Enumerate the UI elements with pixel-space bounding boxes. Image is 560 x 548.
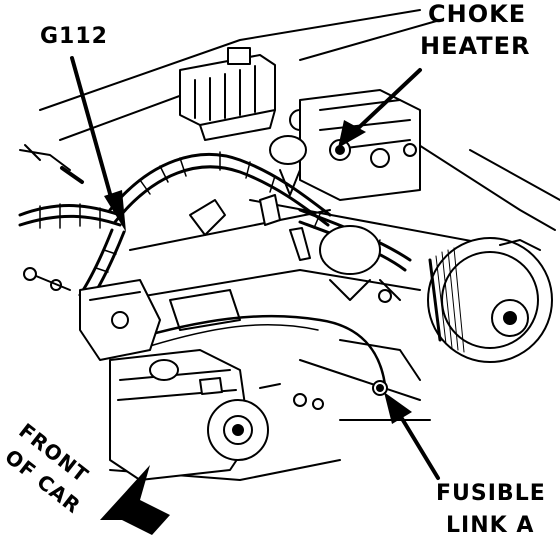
arrow-g112 — [70, 56, 126, 232]
pointer-arrows — [70, 56, 440, 480]
arrow-choke-heater — [338, 68, 422, 148]
label-heater: HEATER — [420, 32, 531, 60]
starter-motor — [109, 349, 324, 481]
center-components — [319, 225, 401, 303]
arrow-fusible-link — [384, 392, 440, 480]
fusible-link-wire — [128, 314, 421, 401]
alternator — [427, 237, 553, 363]
ground-connection — [19, 144, 84, 291]
carburetor — [179, 47, 311, 141]
label-fusible: FUSIBLE — [436, 481, 546, 506]
label-link-a: LINK A — [446, 513, 535, 538]
label-choke: CHOKE — [428, 0, 527, 28]
brackets — [169, 194, 311, 331]
front-arrow-icon — [100, 465, 170, 535]
intake-manifold — [269, 89, 421, 201]
label-g112: G112 — [40, 24, 108, 49]
engine-block — [79, 279, 161, 361]
